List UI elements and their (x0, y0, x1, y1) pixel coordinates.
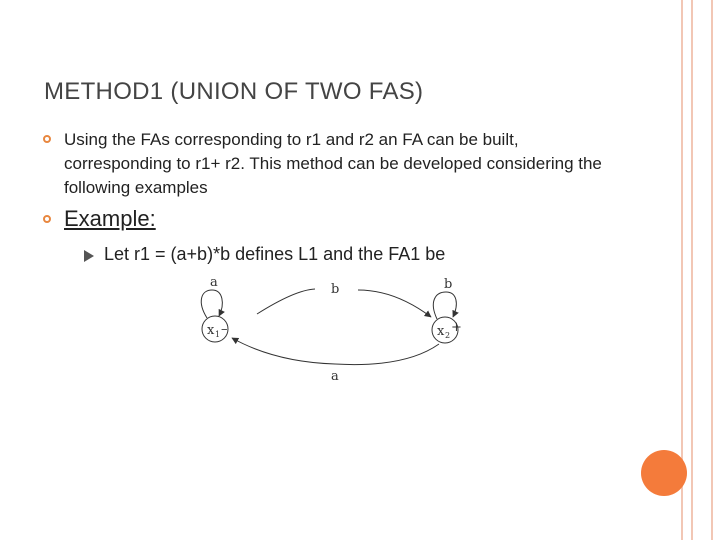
loop-x2-label: b (444, 277, 452, 292)
loop-x2: b (432, 277, 459, 320)
bullet-circle-icon (43, 215, 51, 223)
state-x1-suffix: – (221, 322, 228, 337)
state-x2-label: x (437, 324, 445, 339)
sub-bullet-text: Let r1 = (a+b)*b defines L1 and the FA1 … (104, 244, 446, 264)
state-x2: x 2 + (431, 316, 462, 344)
state-x1: x 1 – (201, 315, 229, 343)
state-x2-sub: 2 (445, 331, 450, 340)
frame-line-2 (691, 0, 693, 540)
arrow-bullet-icon (84, 250, 94, 262)
bullet-circle-icon (43, 135, 51, 143)
bullet-text-2: Example: (64, 206, 156, 231)
decorative-orange-circle (641, 450, 687, 496)
loop-x1-label: a (210, 275, 218, 290)
edge-x1-x2-label: b (331, 282, 339, 297)
fa-diagram: x 1 – x 2 + a b b a (200, 275, 462, 384)
edge-x1-x2: b (256, 282, 431, 317)
state-x1-label: x (207, 323, 215, 338)
frame-line-1 (681, 0, 683, 540)
state-x1-sub: 1 (215, 330, 220, 339)
frame-line-3 (711, 0, 713, 540)
bullet-text-1: Using the FAs corresponding to r1 and r2… (64, 130, 602, 197)
slide-title: METHOD1 (UNION OF TWO FAS) (44, 78, 424, 105)
loop-x1: a (200, 275, 225, 319)
state-x2-suffix: + (451, 320, 462, 335)
edge-x2-x1: a (231, 337, 440, 384)
edge-x2-x1-label: a (331, 369, 339, 384)
